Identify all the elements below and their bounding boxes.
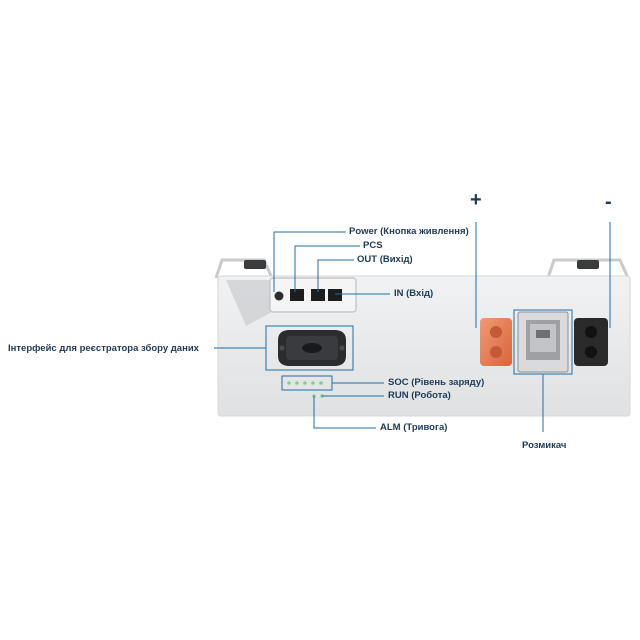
label-breaker: Розмикач bbox=[522, 440, 567, 451]
in-port[interactable] bbox=[328, 289, 342, 301]
plus-sign: + bbox=[470, 189, 482, 211]
body-shadow bbox=[226, 280, 272, 326]
soc-led bbox=[295, 381, 299, 385]
positive-terminal[interactable] bbox=[480, 318, 512, 366]
minus-sign: - bbox=[605, 191, 612, 213]
leader-lines bbox=[214, 222, 611, 432]
breaker[interactable] bbox=[517, 311, 569, 373]
power-button[interactable] bbox=[274, 291, 284, 301]
label-interface: Інтерфейс для реєстратора збору даних bbox=[8, 343, 199, 354]
soc-led bbox=[319, 381, 323, 385]
label-soc: SOC (Рівень заряду) bbox=[388, 377, 485, 388]
label-power: Power (Кнопка живлення) bbox=[349, 226, 469, 237]
right-handle bbox=[546, 258, 630, 279]
soc-led bbox=[287, 381, 291, 385]
left-handle bbox=[214, 258, 274, 279]
negative-terminal[interactable] bbox=[574, 318, 608, 366]
label-in: IN (Вхід) bbox=[394, 288, 434, 299]
soc-led bbox=[311, 381, 315, 385]
label-alm: ALM (Тривога) bbox=[380, 422, 448, 433]
out-port[interactable] bbox=[311, 289, 325, 301]
label-out: OUT (Вихід) bbox=[357, 254, 413, 265]
pcs-port[interactable] bbox=[290, 289, 304, 301]
label-pcs: PCS bbox=[363, 240, 383, 251]
data-logger-connector[interactable] bbox=[278, 330, 346, 366]
label-run: RUN (Робота) bbox=[388, 390, 451, 401]
soc-led bbox=[303, 381, 307, 385]
soc-leds bbox=[287, 381, 323, 385]
